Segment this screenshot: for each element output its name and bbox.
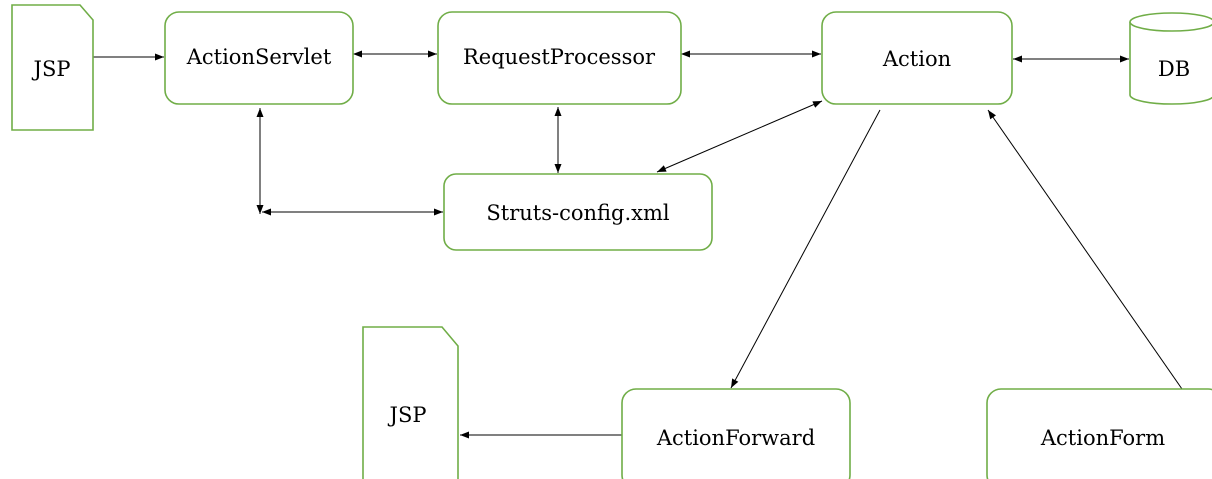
- request-processor-node: RequestProcessor: [437, 11, 682, 105]
- connector-actionform-to-action: [987, 109, 1183, 390]
- action-forward-node: ActionForward: [621, 388, 851, 479]
- db-label: DB: [1158, 57, 1190, 81]
- jsp-top-label: JSP: [32, 57, 71, 81]
- action-forward-box: [621, 388, 851, 479]
- action-servlet-label: ActionServlet: [186, 45, 332, 69]
- action-form-node: ActionForm: [986, 388, 1212, 479]
- jsp-bottom-node: JSP: [362, 326, 459, 479]
- struts-config-box: [443, 173, 713, 251]
- action-label: Action: [882, 47, 951, 71]
- jsp-bottom-label: JSP: [388, 403, 427, 427]
- action-servlet-node: ActionServlet: [164, 11, 354, 105]
- db-cylinder-body: [1129, 22, 1212, 105]
- action-servlet-box: [164, 11, 354, 105]
- document-shape: [11, 4, 94, 131]
- action-form-box: [986, 388, 1212, 479]
- jsp-top-node: JSP: [11, 4, 94, 131]
- action-form-label: ActionForm: [1040, 426, 1165, 450]
- connectors: [93, 50, 1183, 439]
- db-cylinder-top: [1129, 12, 1212, 32]
- connector-action-to-actionforward: [730, 109, 881, 389]
- request-processor-label: RequestProcessor: [463, 45, 656, 69]
- action-node: Action: [821, 11, 1013, 105]
- db-node: DB: [1129, 12, 1212, 105]
- action-forward-label: ActionForward: [656, 426, 815, 450]
- document-shape-bottom: [362, 326, 459, 479]
- connector-strutsconfig-action: [656, 100, 823, 173]
- struts-config-label: Struts-config.xml: [486, 201, 670, 225]
- request-processor-box: [437, 11, 682, 105]
- action-box: [821, 11, 1013, 105]
- struts-config-node: Struts-config.xml: [443, 173, 713, 251]
